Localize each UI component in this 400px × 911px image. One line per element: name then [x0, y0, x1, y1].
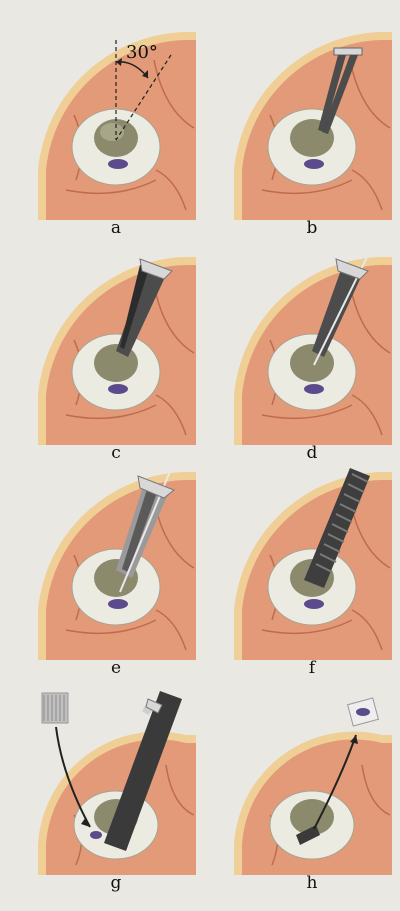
panel-e: e: [36, 460, 196, 678]
panel-label-h: h: [232, 873, 392, 893]
panel-a: 30° a: [36, 20, 196, 238]
panel-label-b: b: [232, 218, 392, 238]
panel-c-illustration: [36, 245, 196, 445]
panel-label-a: a: [36, 218, 196, 238]
angle-label: 30°: [126, 42, 158, 63]
panel-label-g: g: [36, 873, 196, 893]
panel-g-illustration: [36, 675, 196, 875]
panel-b: b: [232, 20, 392, 238]
panel-c: c: [36, 245, 196, 463]
panel-e-illustration: [36, 460, 196, 660]
panel-h-illustration: [232, 675, 392, 875]
panel-g: g: [36, 675, 196, 893]
panel-b-illustration: [232, 20, 392, 220]
panel-h: h: [232, 675, 392, 893]
panel-f: f: [232, 460, 392, 678]
panel-f-illustration: [232, 460, 392, 660]
panel-a-illustration: [36, 20, 196, 220]
panel-d: d: [232, 245, 392, 463]
panel-d-illustration: [232, 245, 392, 445]
